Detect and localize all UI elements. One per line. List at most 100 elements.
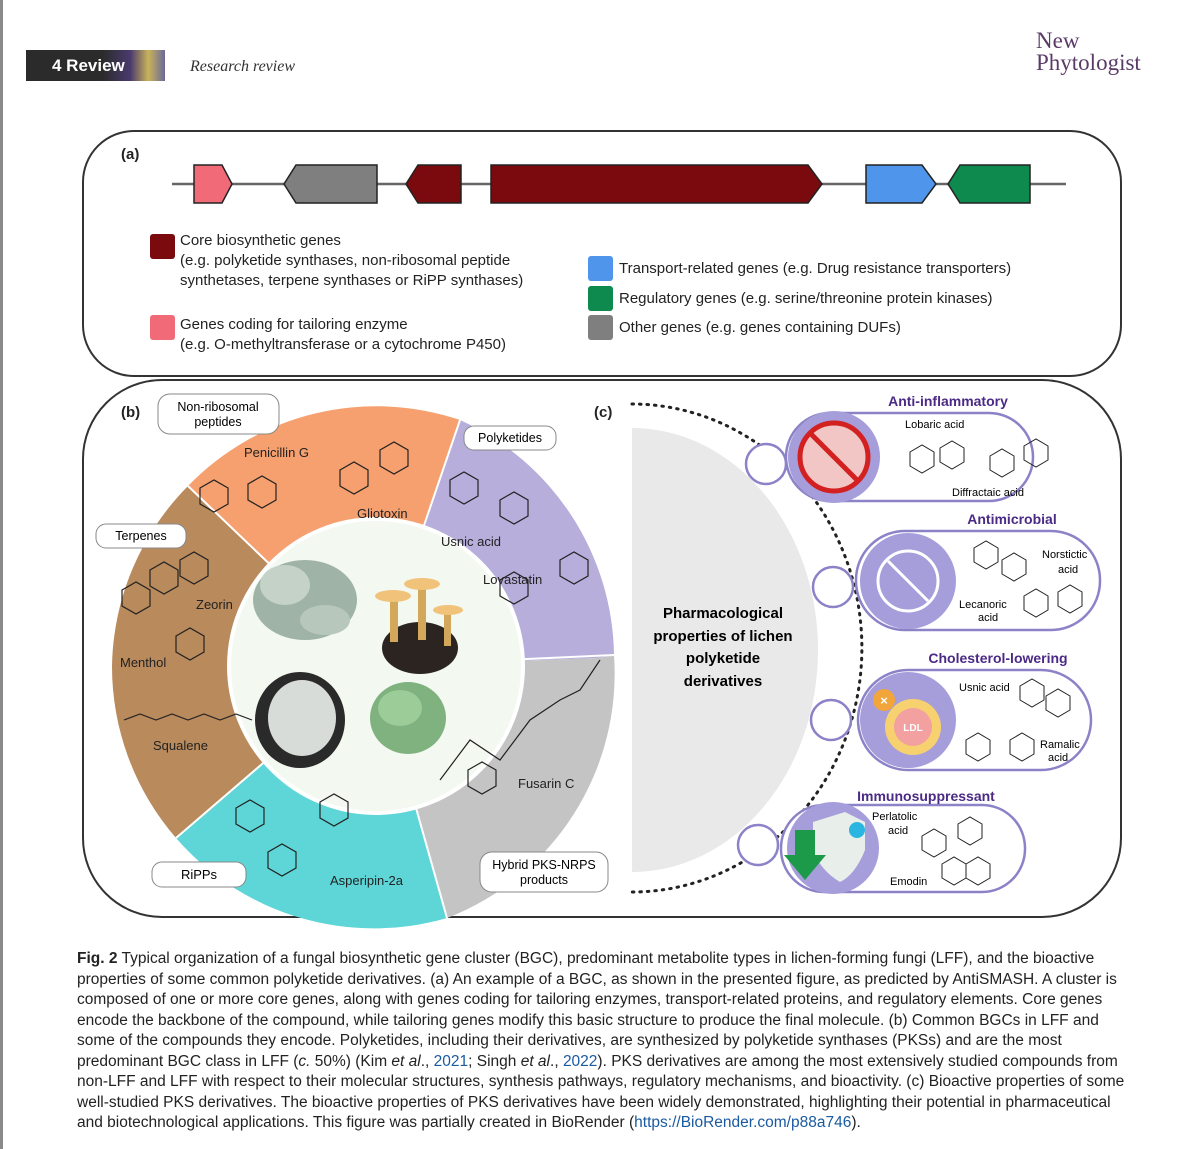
compound-zeorin: Zeorin [196,597,233,612]
caption-etal-2: et al [520,1052,551,1070]
page-edge-line [0,0,3,1149]
caption-text-1: Typical organization of a fungal biosynt… [77,950,1117,1070]
lichen-illustration-cup [375,578,463,674]
center-text-line4: derivatives [684,673,762,690]
class-label-polyketides-box [463,425,557,451]
molecule-sketches [121,441,601,877]
property-title-1: Anti-inflammatory [888,393,1008,409]
figure-caption: Fig. 2 Typical organization of a fungal … [77,949,1133,1134]
panel-b-label: (b) [121,404,141,421]
legend-swatch-other [588,315,613,340]
compound-diffractaic: Diffractaic acid [952,487,1024,499]
compound-lobaric: Lobaric acid [905,419,964,431]
panel-a-label: (a) [121,146,140,163]
block-x-icon [873,689,895,711]
legend-other: Other genes (e.g. genes containing DUFs) [619,319,901,336]
journal-logo: New Phytologist [1036,28,1156,75]
legend-tailoring: Genes coding for tailoring enzyme (e.g. … [180,315,506,355]
legend-core: Core biosynthetic genes (e.g. polyketide… [180,231,523,291]
caption-text-5: ., [550,1052,563,1070]
legend-tailoring-line1: Genes coding for tailoring enzyme [180,316,408,333]
connector-node-3 [809,698,853,742]
svg-text:×: × [880,693,888,708]
citation-link-2022[interactable]: 2022 [562,1052,598,1070]
center-text-line2: properties of lichen [653,628,792,645]
connector-node-2 [811,565,855,609]
center-half-disc [632,428,818,872]
journal-name-line1: New [1036,28,1080,53]
compound-emodin: Emodin [890,876,927,888]
compound-fusarin: Fusarin C [518,776,574,791]
panel-b-wheel: Penicillin G Gliotoxin Usnic acid Lovast… [95,393,615,929]
ldl-label: LDL [903,723,922,734]
property-title-3: Cholesterol-lowering [928,650,1067,666]
connector-node-1 [744,442,788,486]
class-label-ripps-box [151,861,247,888]
caption-text-2: 50%) (Kim [310,1052,392,1070]
compound-lecanoric-line1: Lecanoric [959,599,1007,611]
compound-asperipin: Asperipin-2a [330,873,404,888]
legend-transport: Transport-related genes (e.g. Drug resis… [619,260,1012,277]
gene-core-small [405,164,462,204]
caption-etal-1: et al [391,1052,421,1070]
class-label-nrp-box [157,393,280,435]
legend-core-line1: Core biosynthetic genes [180,232,341,249]
gene-other [283,164,378,204]
caption-text-4: ; Singh [468,1052,521,1070]
center-text-line3: polyketide [686,650,760,667]
class-label-hybrid-line2: products [520,873,568,887]
caption-text-3: ., [420,1052,434,1070]
class-label-nrp-line2: peptides [194,415,241,429]
class-label-hybrid-box [479,851,609,893]
class-label-nrp-line1: Non-ribosomal [177,400,258,414]
center-text-line1: Pharmacological [663,605,783,622]
compound-usnic-acid: Usnic acid [441,534,501,549]
gene-core-large [490,164,823,204]
gene-transport [865,164,937,204]
journal-name-line2: Phytologist [1036,50,1141,75]
caption-circa: c. [298,1052,311,1070]
citation-link-2021[interactable]: 2021 [433,1052,469,1070]
compound-norstictic-line2: acid [1058,564,1078,576]
dotted-connector-arc [630,402,864,894]
panel-a-frame [82,130,1122,377]
panel-c-diagram: Pharmacological properties of lichen pol… [630,393,1102,894]
class-label-polyketides: Polyketides [478,431,542,445]
property-title-2: Antimicrobial [967,511,1056,527]
legend-swatch-regulatory [588,286,613,311]
property-title-4: Immunosuppressant [857,788,995,804]
gene-regulatory [947,164,1031,204]
legend-swatch-transport [588,256,613,281]
down-arrow-icon [784,830,826,880]
compound-penicillin: Penicillin G [244,445,309,460]
panel-bc-frame [82,379,1122,918]
gene-tailoring [193,164,233,204]
compound-lecanoric-line2: acid [978,612,998,624]
legend-core-line3: synthetases, terpene synthases or RiPP s… [180,272,524,289]
figure-number: Fig. 2 [77,950,118,967]
legend-core-line2: (e.g. polyketide synthases, non-ribosoma… [180,252,511,269]
legend-regulatory: Regulatory genes (e.g. serine/threonine … [619,290,993,307]
compound-menthol: Menthol [120,655,166,670]
caption-text-6: ). PKS derivatives are among the most ex… [77,1052,1125,1132]
legend-swatch-tailoring [150,315,175,340]
compound-lovastatin: Lovastatin [483,572,542,587]
pathogen-icon [849,822,865,838]
legend-swatch-core [150,234,175,259]
legend-tailoring-line2: (e.g. O-methyltransferase or a cytochrom… [180,336,506,353]
review-badge: 4 Review [26,50,165,81]
caption-text-7: ). [851,1114,861,1131]
antimicrobial-icon [876,549,940,613]
connector-node-4 [736,823,780,867]
class-label-terpenes: Terpenes [115,529,166,543]
class-label-hybrid-line1: Hybrid PKS-NRPS [492,858,596,872]
class-label-terpenes-box [95,523,187,549]
lichen-illustration-crustose [255,672,345,768]
biorender-link[interactable]: https://BioRender.com/p88a746 [634,1114,852,1131]
lichen-illustration-fruticose [253,560,357,640]
compound-perlatolic-line2: acid [888,825,908,837]
compound-norstictic-line1: Norstictic [1042,549,1088,561]
section-label: Research review [190,58,295,75]
gene-cluster-diagram [172,164,1066,204]
compound-ramalic-line1: Ramalic [1040,739,1080,751]
